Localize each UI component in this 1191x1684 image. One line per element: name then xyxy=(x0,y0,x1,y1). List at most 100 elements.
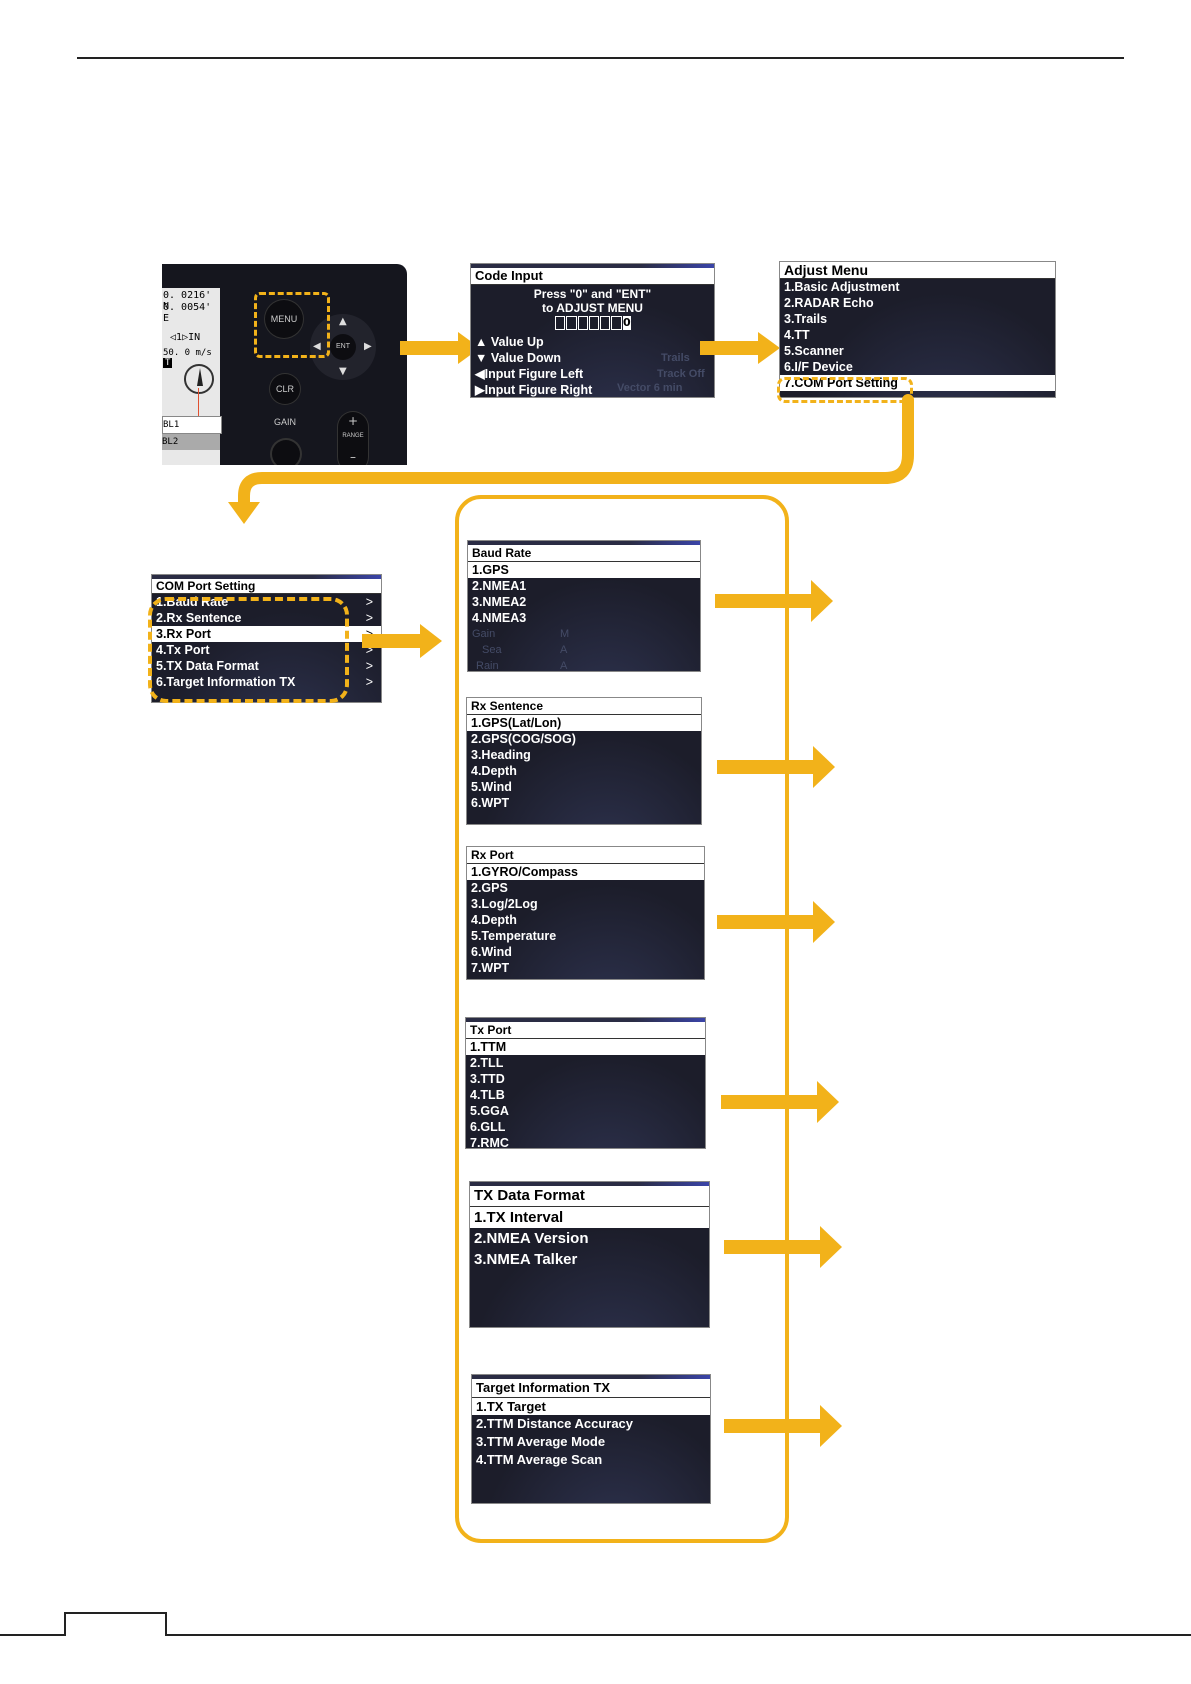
tx-port-item-1[interactable]: 1.TTM xyxy=(466,1039,705,1055)
tx-port-item-2[interactable]: 2.TLL xyxy=(470,1056,504,1070)
up-arrow-icon[interactable]: ▲ xyxy=(339,316,347,327)
tx-data-format-item-2[interactable]: 2.NMEA Version xyxy=(474,1230,589,1247)
submenu-frame xyxy=(455,495,789,1543)
range-rocker[interactable]: + RANGE – xyxy=(338,412,368,465)
com-port-highlight-box xyxy=(777,377,913,403)
bg-sea: Sea xyxy=(482,644,502,656)
code-digit-field[interactable]: 0 xyxy=(555,316,631,330)
rx-port-item-3[interactable]: 3.Log/2Log xyxy=(471,897,538,911)
tx-port-item-5[interactable]: 5.GGA xyxy=(470,1104,509,1118)
target-info-item-2[interactable]: 2.TTM Distance Accuracy xyxy=(476,1416,634,1431)
right-arrow-icon[interactable]: ▶ xyxy=(364,341,372,352)
rx-sentence-item-1[interactable]: 1.GPS(Lat/Lon) xyxy=(467,715,701,731)
com-items-highlight-box xyxy=(148,597,349,703)
triangle-left-icon: ◀ xyxy=(475,367,485,381)
range-ring-number: ◁1▷IN xyxy=(170,332,201,343)
heading-line xyxy=(198,388,199,416)
arrow-rx-sentence-head xyxy=(813,746,835,788)
tx-port-item-7[interactable]: 7.RMC xyxy=(470,1136,509,1149)
baud-item-nmea2[interactable]: 3.NMEA2 xyxy=(472,595,527,609)
gain-knob[interactable] xyxy=(272,440,300,465)
value-up-label: Value Up xyxy=(490,335,544,349)
tx-port-item-4[interactable]: 4.TLB xyxy=(470,1088,505,1102)
tx-data-format-item-1[interactable]: 1.TX Interval xyxy=(470,1207,709,1228)
rx-sentence-item-6[interactable]: 6.WPT xyxy=(471,796,510,810)
rx-sentence-item-4[interactable]: 4.Depth xyxy=(471,764,517,778)
target-info-item-3[interactable]: 3.TTM Average Mode xyxy=(476,1434,606,1449)
keypad-display-strip: 0. 0216' N 0. 0054' E ◁1▷IN 50. 0 m/s T … xyxy=(162,288,222,465)
bg-vector: Vector 6 min xyxy=(613,380,686,396)
adjust-item-1[interactable]: 1.Basic Adjustment xyxy=(784,280,900,294)
bg-trails: Trails xyxy=(661,352,690,364)
connector-arrow xyxy=(228,394,914,524)
com-item-tx-data-format[interactable]: 5.TX Data Format> xyxy=(152,658,381,674)
true-mode-badge: T xyxy=(163,358,173,368)
com-item-label: 4.Tx Port xyxy=(156,643,210,657)
left-arrow-icon[interactable]: ◀ xyxy=(313,341,321,352)
target-info-tx-screen: Target Information TX 1.TX Target 2.TTM … xyxy=(471,1374,711,1504)
com-item-rx-port[interactable]: 3.Rx Port> xyxy=(152,626,381,642)
adjust-item-3[interactable]: 3.Trails xyxy=(784,312,828,326)
target-info-item-1[interactable]: 1.TX Target xyxy=(472,1398,710,1415)
rx-port-item-4[interactable]: 4.Depth xyxy=(471,913,517,927)
code-input-title: Code Input xyxy=(471,268,714,285)
ent-button[interactable]: ENT xyxy=(330,334,356,360)
com-item-target-info-tx[interactable]: 6.Target Information TX> xyxy=(152,674,381,690)
menu-button[interactable]: MENU xyxy=(265,300,303,338)
rx-sentence-title: Rx Sentence xyxy=(467,698,701,715)
bl2-label: BL2 xyxy=(162,434,220,450)
tx-port-item-3[interactable]: 3.TTD xyxy=(470,1072,505,1086)
rx-sentence-screen: Rx Sentence 1.GPS(Lat/Lon) 2.GPS(COG/SOG… xyxy=(466,697,702,825)
chevron-right-icon: > xyxy=(365,659,373,673)
adjust-item-2[interactable]: 2.RADAR Echo xyxy=(784,296,874,310)
range-minus-button[interactable]: – xyxy=(350,450,356,464)
page-number-tab xyxy=(64,1612,167,1636)
down-arrow-icon[interactable]: ▼ xyxy=(339,366,347,377)
arrow-tx-data-format-head xyxy=(820,1226,842,1268)
tx-port-item-6[interactable]: 6.GLL xyxy=(470,1120,506,1134)
rx-port-item-5[interactable]: 5.Temperature xyxy=(471,929,557,943)
range-plus-button[interactable]: + xyxy=(347,414,359,428)
bg-gain-row: Gain M xyxy=(468,626,700,642)
baud-item-nmea3[interactable]: 4.NMEA3 xyxy=(472,611,527,625)
tx-data-format-item-3[interactable]: 3.NMEA Talker xyxy=(474,1251,578,1268)
chevron-right-icon: > xyxy=(365,643,373,657)
tx-port-title: Tx Port xyxy=(466,1022,705,1039)
arrow-2-head xyxy=(758,332,780,364)
com-item-label: 6.Target Information TX xyxy=(156,675,296,689)
rx-sentence-item-5[interactable]: 5.Wind xyxy=(471,780,512,794)
rx-port-item-6[interactable]: 6.Wind xyxy=(471,945,512,959)
speed-readout: 50. 0 m/s T xyxy=(163,348,220,368)
value-up-hint: ▲ Value Up xyxy=(471,334,714,350)
rx-sentence-item-2[interactable]: 2.GPS(COG/SOG) xyxy=(471,732,576,746)
adjust-item-6[interactable]: 6.I/F Device xyxy=(784,360,853,374)
speed-value: 50. 0 m/s xyxy=(163,348,212,358)
com-item-rx-sentence[interactable]: 2.Rx Sentence> xyxy=(152,610,381,626)
tx-port-screen: Tx Port 1.TTM 2.TLL 3.TTD 4.TLB 5.GGA 6.… xyxy=(465,1017,706,1149)
rx-port-item-7[interactable]: 7.WPT xyxy=(471,961,510,975)
baud-rate-screen: Baud Rate 1.GPS 2.NMEA1 3.NMEA2 4.NMEA3 … xyxy=(467,540,701,672)
baud-item-nmea1[interactable]: 2.NMEA1 xyxy=(472,579,527,593)
rx-sentence-item-3[interactable]: 3.Heading xyxy=(471,748,531,762)
screen-top-strip xyxy=(471,264,714,268)
baud-item-gps[interactable]: 1.GPS xyxy=(468,562,700,578)
arrow-target-info-head xyxy=(820,1405,842,1447)
adjust-item-5[interactable]: 5.Scanner xyxy=(784,344,844,358)
tx-data-format-title: TX Data Format xyxy=(470,1186,709,1207)
bg-m: M xyxy=(560,628,570,640)
screen-top-strip xyxy=(466,1018,705,1022)
com-item-tx-port[interactable]: 4.Tx Port > xyxy=(152,642,381,658)
arrow-target-info-shaft xyxy=(724,1419,822,1433)
rx-port-item-1[interactable]: 1.GYRO/Compass xyxy=(467,864,704,880)
clr-button[interactable]: CLR xyxy=(270,374,300,404)
bg-a1: A xyxy=(560,644,568,656)
tx-data-format-screen: TX Data Format 1.TX Interval 2.NMEA Vers… xyxy=(469,1181,710,1328)
adjust-item-4[interactable]: 4.TT xyxy=(784,328,810,342)
target-info-item-4[interactable]: 4.TTM Average Scan xyxy=(476,1452,603,1467)
arrow-baud-shaft xyxy=(715,594,813,608)
gain-label: GAIN xyxy=(273,417,296,427)
rx-port-item-2[interactable]: 2.GPS xyxy=(471,881,508,895)
direction-pad[interactable]: ENT ▲ ▼ ◀ ▶ xyxy=(310,314,376,380)
bg-gain: Gain xyxy=(472,628,496,640)
